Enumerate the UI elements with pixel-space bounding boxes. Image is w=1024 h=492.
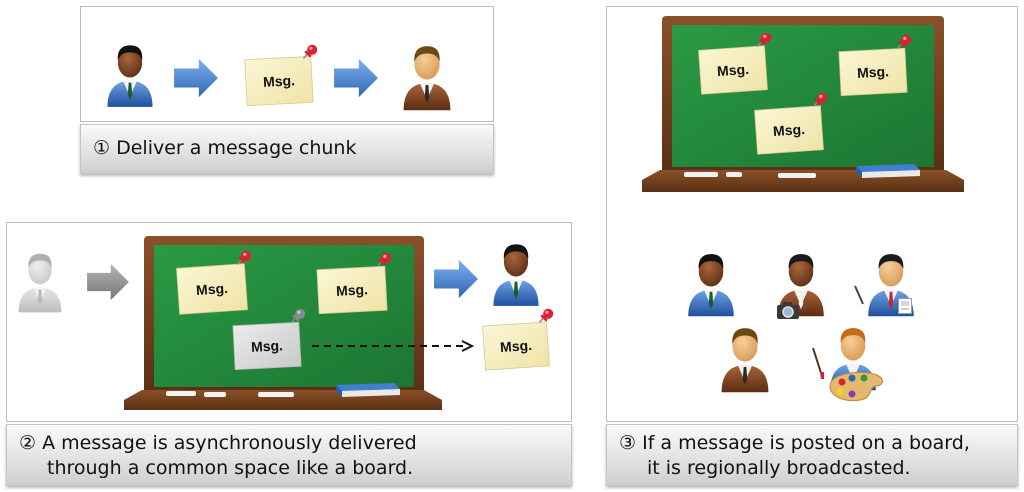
- message-note: Msg.: [837, 46, 909, 98]
- push-pin-icon: [892, 32, 914, 54]
- pen-icon: [852, 284, 866, 306]
- caption-text-line2: it is regionally broadcasted.: [647, 457, 911, 479]
- caption-text-line2: through a common space like a board.: [47, 457, 414, 479]
- receiver-person-icon: [400, 40, 454, 112]
- receiver-person-icon: [490, 238, 542, 308]
- listener-person-icon: [718, 322, 772, 394]
- push-pin-icon: [298, 42, 320, 64]
- book-icon: [332, 377, 402, 399]
- caption-text: If a message is posted on a board,: [642, 432, 970, 454]
- step-marker: ①: [93, 137, 111, 159]
- caption-text: A message is asynchronously delivered: [42, 432, 417, 454]
- push-pin-icon: [372, 250, 394, 272]
- note-label: Msg.: [856, 63, 890, 81]
- message-note: Msg.: [243, 54, 316, 108]
- caption-async-board: ② A message is asynchronously delivered …: [6, 424, 572, 486]
- caption-deliver: ① Deliver a message chunk: [80, 124, 494, 174]
- message-note: Msg.: [480, 320, 551, 373]
- step-marker: ②: [19, 432, 37, 454]
- sender-person-icon: [104, 38, 156, 110]
- inactive-sender-person-icon: [14, 248, 66, 314]
- camera-icon: [776, 300, 800, 320]
- listener-person-icon: [684, 248, 738, 318]
- message-note: Msg.: [315, 264, 389, 316]
- message-note: Msg.: [174, 262, 249, 317]
- id-badge-icon: [898, 298, 912, 314]
- book-icon: [852, 158, 922, 180]
- push-pin-icon: [232, 248, 254, 270]
- push-pin-icon: [752, 30, 774, 52]
- arrow-icon: [432, 258, 480, 300]
- note-label: Msg.: [335, 281, 369, 299]
- dashed-transfer-arrow: [310, 338, 476, 352]
- message-note: Msg.: [696, 44, 769, 97]
- caption-text: Deliver a message chunk: [116, 137, 357, 159]
- caption-broadcast: ③ If a message is posted on a board, it …: [606, 424, 1018, 486]
- step-marker: ③: [619, 432, 637, 454]
- push-pin-icon: [286, 306, 308, 328]
- arrow-icon: [172, 57, 220, 99]
- note-label: Msg.: [262, 72, 296, 90]
- paintbrush-icon: [810, 346, 826, 380]
- arrow-icon: [332, 57, 380, 99]
- faded-message-note: Msg.: [231, 320, 303, 372]
- push-pin-icon: [534, 306, 556, 328]
- paint-palette-icon: [826, 370, 886, 402]
- message-note: Msg.: [752, 104, 825, 157]
- push-pin-icon: [808, 90, 830, 112]
- note-label: Msg.: [250, 337, 284, 355]
